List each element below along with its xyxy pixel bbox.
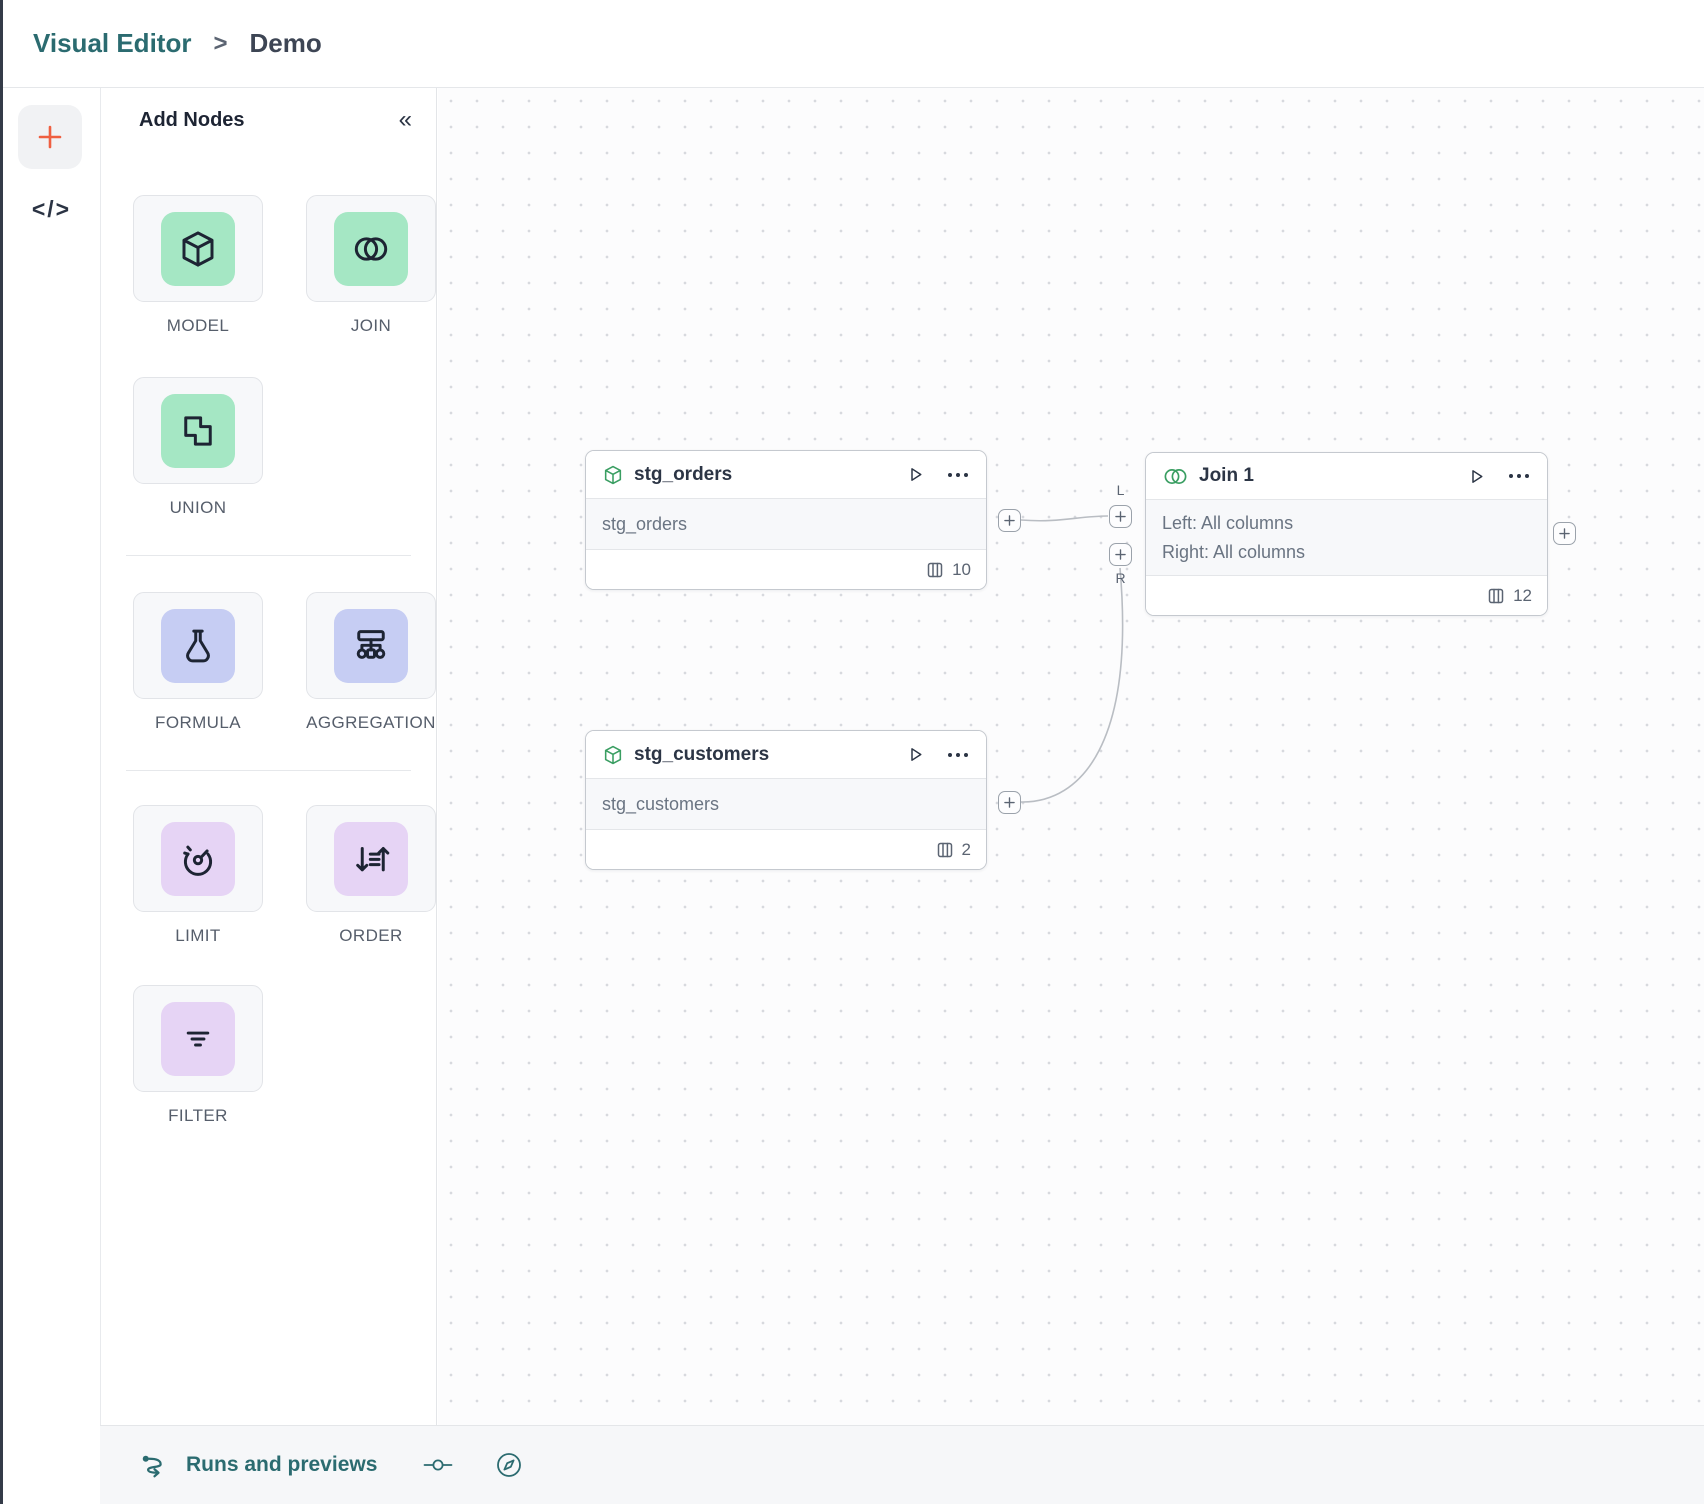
ellipsis-icon (948, 472, 968, 477)
palette-label-order: ORDER (339, 926, 403, 945)
ellipsis-icon (948, 752, 968, 757)
orders-output-handle[interactable] (998, 509, 1021, 532)
compass-button[interactable] (495, 1451, 523, 1479)
join-output-handle[interactable] (1553, 522, 1576, 545)
node-menu-button[interactable] (946, 752, 970, 758)
palette-label-formula: FORMULA (155, 713, 241, 732)
tree-icon (334, 608, 408, 683)
sort-arrows-icon (334, 821, 408, 896)
node-stg-orders[interactable]: stg_orders stg_orders 10 (585, 450, 987, 590)
node-stg-customers[interactable]: stg_customers stg_customers 2 (585, 730, 987, 870)
window-edge (0, 0, 3, 1504)
node-subtitle: stg_customers (586, 778, 986, 830)
node-title: stg_customers (634, 743, 770, 765)
node-subtitle: stg_orders (586, 498, 986, 550)
palette-label-model: MODEL (166, 316, 230, 335)
bottom-status-bar: Runs and previews (100, 1425, 1704, 1504)
play-icon (911, 748, 922, 761)
palette-item-order[interactable] (306, 805, 436, 912)
palette-item-union[interactable] (133, 377, 263, 484)
palette-label-union: UNION (169, 498, 227, 517)
palette-divider (126, 555, 411, 556)
node-title: Join 1 (1199, 465, 1254, 486)
palette-divider (126, 770, 411, 771)
node-header: stg_orders (586, 451, 986, 498)
plus-icon (1115, 549, 1126, 560)
node-footer: 10 (586, 550, 986, 589)
columns-icon (1487, 587, 1505, 605)
compass-icon (497, 1453, 522, 1477)
add-nodes-panel: Add Nodes « MODEL JOIN (100, 88, 437, 1425)
columns-icon (926, 561, 944, 579)
node-header: stg_customers (586, 731, 986, 778)
gauge-icon (161, 821, 235, 896)
model-cube-icon (161, 211, 235, 286)
join-venn-icon (1162, 467, 1189, 486)
panel-title: Add Nodes (139, 108, 245, 131)
join-right-columns: Right: All columns (1162, 541, 1306, 562)
route-icon (142, 1455, 162, 1477)
node-footer: 2 (586, 830, 986, 869)
plus-icon (1004, 515, 1015, 526)
merged-squares-icon (161, 393, 235, 468)
palette-item-limit[interactable] (133, 805, 263, 912)
columns-icon (936, 841, 954, 859)
model-cube-icon (602, 744, 624, 766)
venn-circles-icon (334, 211, 408, 286)
breadcrumb: Visual Editor > Demo (3, 0, 1704, 88)
palette-item-aggregation[interactable] (306, 592, 436, 699)
column-count: 12 (1513, 585, 1532, 605)
palette-item-model[interactable] (133, 195, 263, 302)
join-right-port-label: R (1115, 570, 1126, 586)
ellipsis-icon (1509, 474, 1529, 478)
palette-label-join: JOIN (350, 316, 392, 335)
palette-label-filter: FILTER (168, 1106, 228, 1125)
node-join-config: Left: All columns Right: All columns (1146, 499, 1547, 576)
node-menu-button[interactable] (946, 472, 970, 478)
palette-item-join[interactable] (306, 195, 436, 302)
panel-header: Add Nodes « (101, 88, 436, 152)
palette-label-aggregation: AGGREGATION (306, 713, 436, 732)
node-title: stg_orders (634, 463, 733, 485)
model-cube-icon (602, 464, 624, 486)
column-count: 2 (961, 839, 971, 859)
customers-output-handle[interactable] (998, 791, 1021, 814)
join-right-input-handle[interactable] (1109, 543, 1132, 566)
breadcrumb-visual-editor[interactable]: Visual Editor (33, 28, 192, 58)
node-header: Join 1 (1146, 453, 1547, 499)
run-node-button[interactable] (1466, 466, 1487, 487)
join-left-port-label: L (1116, 482, 1125, 498)
git-commit-button[interactable] (423, 1455, 453, 1475)
run-node-button[interactable] (905, 744, 926, 765)
node-menu-button[interactable] (1507, 473, 1531, 479)
play-icon (1472, 469, 1483, 483)
join-left-input-handle[interactable] (1109, 505, 1132, 528)
runs-and-previews-button[interactable]: Runs and previews (140, 1453, 377, 1478)
palette-item-filter[interactable] (133, 985, 263, 1092)
left-toolbar: </> (3, 88, 100, 1425)
play-icon (911, 468, 922, 481)
plus-icon (1559, 528, 1570, 539)
plus-icon (1004, 797, 1015, 808)
runs-and-previews-label: Runs and previews (186, 1453, 378, 1476)
column-count: 10 (952, 559, 971, 579)
breadcrumb-current-demo: Demo (249, 28, 322, 58)
run-node-button[interactable] (905, 464, 926, 485)
palette-label-limit: LIMIT (175, 926, 221, 945)
code-view-button[interactable]: </> (31, 196, 72, 222)
add-node-button[interactable] (18, 105, 82, 169)
flask-icon (161, 608, 235, 683)
join-left-columns: Left: All columns (1162, 512, 1294, 533)
git-commit-icon (423, 1459, 453, 1471)
plus-icon (38, 125, 62, 149)
palette-item-formula[interactable] (133, 592, 263, 699)
node-footer: 12 (1146, 576, 1547, 615)
node-join-1[interactable]: Join 1 Left: All columns Right: All colu… (1145, 452, 1548, 616)
collapse-panel-button[interactable]: « (398, 106, 414, 133)
plus-icon (1115, 511, 1126, 522)
breadcrumb-separator: > (213, 29, 228, 57)
filter-lines-icon (161, 1001, 235, 1076)
